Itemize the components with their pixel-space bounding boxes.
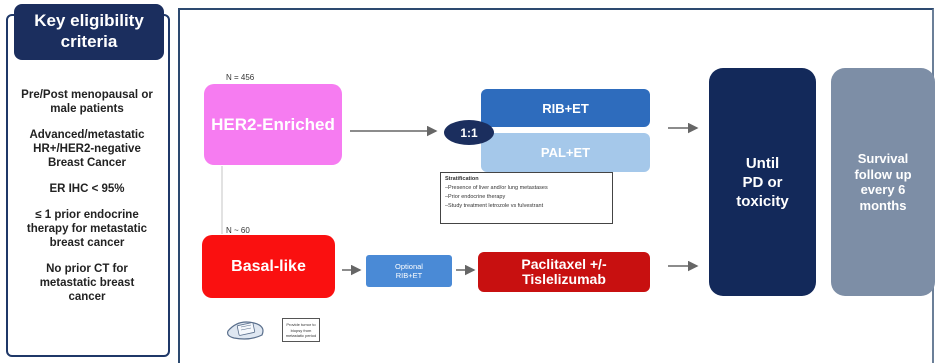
biopsy-note-line: biopsy from [290,327,312,333]
biopsy-note-box: Provide tumor to biopsy from metastatic … [282,318,320,342]
criterion-line: ≤ 1 prior endocrine [35,209,139,221]
criterion-line: Advanced/metastatic [29,129,145,141]
basal-like-box: Basal-like [202,235,335,298]
biopsy-note-line: Provide tumor to [286,322,316,327]
survival-line: months [859,197,907,213]
optional-label-line: Optional [395,262,423,271]
criterion-line: cancer [68,291,106,303]
her2-enriched-box: HER2-Enriched [204,84,342,165]
her2-n-label: N = 456 [226,73,255,82]
eligibility-header-line: criteria [60,32,118,51]
criterion-prior-endocrine: ≤ 1 prior endocrine therapy for metastat… [8,208,166,250]
optional-label-line: RIB+ET [395,271,423,280]
basal-n-label: N ~ 60 [226,226,250,235]
until-pd-toxicity-box: Until PD or toxicity [709,68,816,296]
biopsy-document-icon [227,321,264,340]
paclitaxel-label-line: Tislelizumab [522,271,606,287]
criterion-line: Breast Cancer [48,157,126,169]
stratification-box: Stratification –Presence of liver and/or… [440,172,613,224]
criterion-line: HR+/HER2-negative [33,143,141,155]
criterion-no-prior-ct: No prior CT for metastatic breast cancer [8,262,166,304]
criterion-line: metastatic breast [39,277,135,289]
until-line: toxicity [736,192,789,210]
survival-follow-up-box: Survival follow up every 6 months [831,68,935,296]
randomization-ratio-label: 1:1 [460,125,478,140]
eligibility-criteria-list: Pre/Post menopausal or male patients Adv… [8,88,166,316]
optional-rib-et-box: Optional RIB+ET [366,255,452,287]
eligibility-panel [6,14,170,357]
paclitaxel-label-line: Paclitaxel +/- [521,256,607,272]
randomization-ratio-badge: 1:1 [444,120,494,145]
pal-et-label: PAL+ET [540,145,591,160]
paclitaxel-arm: Paclitaxel +/- Tislelizumab [478,252,650,292]
criterion-line: No prior CT for [46,263,128,275]
criterion-line: ER IHC < 95% [49,183,125,195]
stratification-title: Stratification [445,176,479,182]
rib-et-label: RIB+ET [542,100,589,116]
biopsy-note-line: metastatic period [285,333,317,338]
stratification-item: –Study treatment letrozole vs fulvestran… [445,203,544,209]
eligibility-header-line: Key eligibility [34,11,144,30]
stratification-item: –Presence of liver and/or lung metastase… [445,185,548,191]
until-line: PD or [742,173,783,191]
rib-et-arm: RIB+ET [481,89,650,127]
criterion-er-ihc: ER IHC < 95% [8,182,166,196]
criterion-line: breast cancer [49,237,125,249]
survival-line: Survival [857,151,909,166]
criterion-line: Pre/Post menopausal or [21,89,153,101]
criterion-advanced: Advanced/metastatic HR+/HER2-negative Br… [8,128,166,170]
her2-enriched-label: HER2-Enriched [211,114,335,134]
basal-like-label: Basal-like [231,257,306,275]
survival-line: follow up [854,166,912,182]
until-line: Until [745,154,780,172]
criterion-line: therapy for metastatic [26,223,148,235]
eligibility-header: Key eligibility criteria [14,4,164,60]
stratification-item: –Prior endocrine therapy [445,194,506,200]
criterion-line: male patients [50,103,124,115]
criterion-menopausal: Pre/Post menopausal or male patients [8,88,166,116]
survival-line: every 6 [860,182,906,197]
pal-et-arm: PAL+ET [481,133,650,172]
